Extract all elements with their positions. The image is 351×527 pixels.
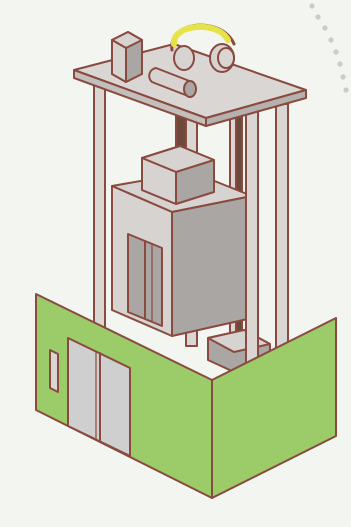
decorative-dots [309,3,348,92]
cabin-door [128,234,162,326]
speaker-icon [112,32,142,82]
call-button-panel [50,350,58,392]
